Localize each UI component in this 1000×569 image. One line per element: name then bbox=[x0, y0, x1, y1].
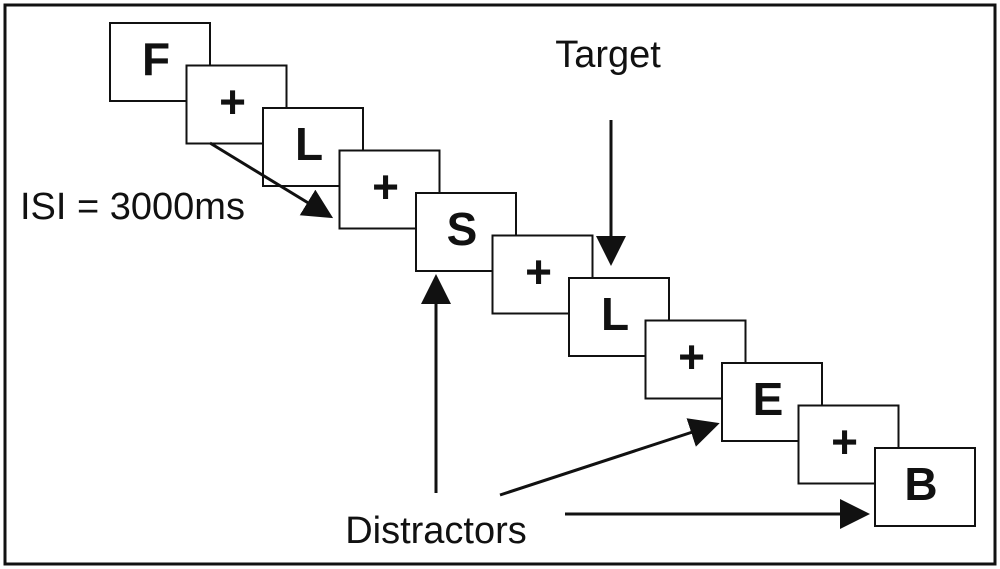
outer-border bbox=[3, 3, 997, 566]
isi-label: ISI = 3000ms bbox=[20, 186, 245, 228]
fixation-cross: + bbox=[831, 416, 858, 468]
annotation-arrows bbox=[209, 120, 870, 529]
isi-arrow bbox=[209, 141, 334, 219]
stimulus-letter: B bbox=[904, 458, 937, 510]
stimulus-frame-11: B bbox=[874, 447, 976, 527]
frame-box bbox=[874, 447, 976, 527]
stimulus-letter: L bbox=[295, 118, 323, 170]
distractor-arrow-e bbox=[499, 418, 720, 497]
stimulus-letter: E bbox=[753, 373, 784, 425]
fixation-cross: + bbox=[678, 331, 705, 383]
stimulus-letter: F bbox=[142, 33, 170, 85]
distractors-label: Distractors bbox=[345, 510, 527, 552]
target-label: Target bbox=[555, 34, 661, 76]
fixation-cross: + bbox=[525, 246, 552, 298]
fixation-cross: + bbox=[219, 76, 246, 128]
stimulus-letter: L bbox=[601, 288, 629, 340]
stimulus-frames: F + L + S + L + E + B bbox=[109, 22, 976, 527]
annotation-labels: Target ISI = 3000ms Distractors bbox=[20, 34, 661, 552]
fixation-cross: + bbox=[372, 161, 399, 213]
stimulus-letter: S bbox=[447, 203, 478, 255]
